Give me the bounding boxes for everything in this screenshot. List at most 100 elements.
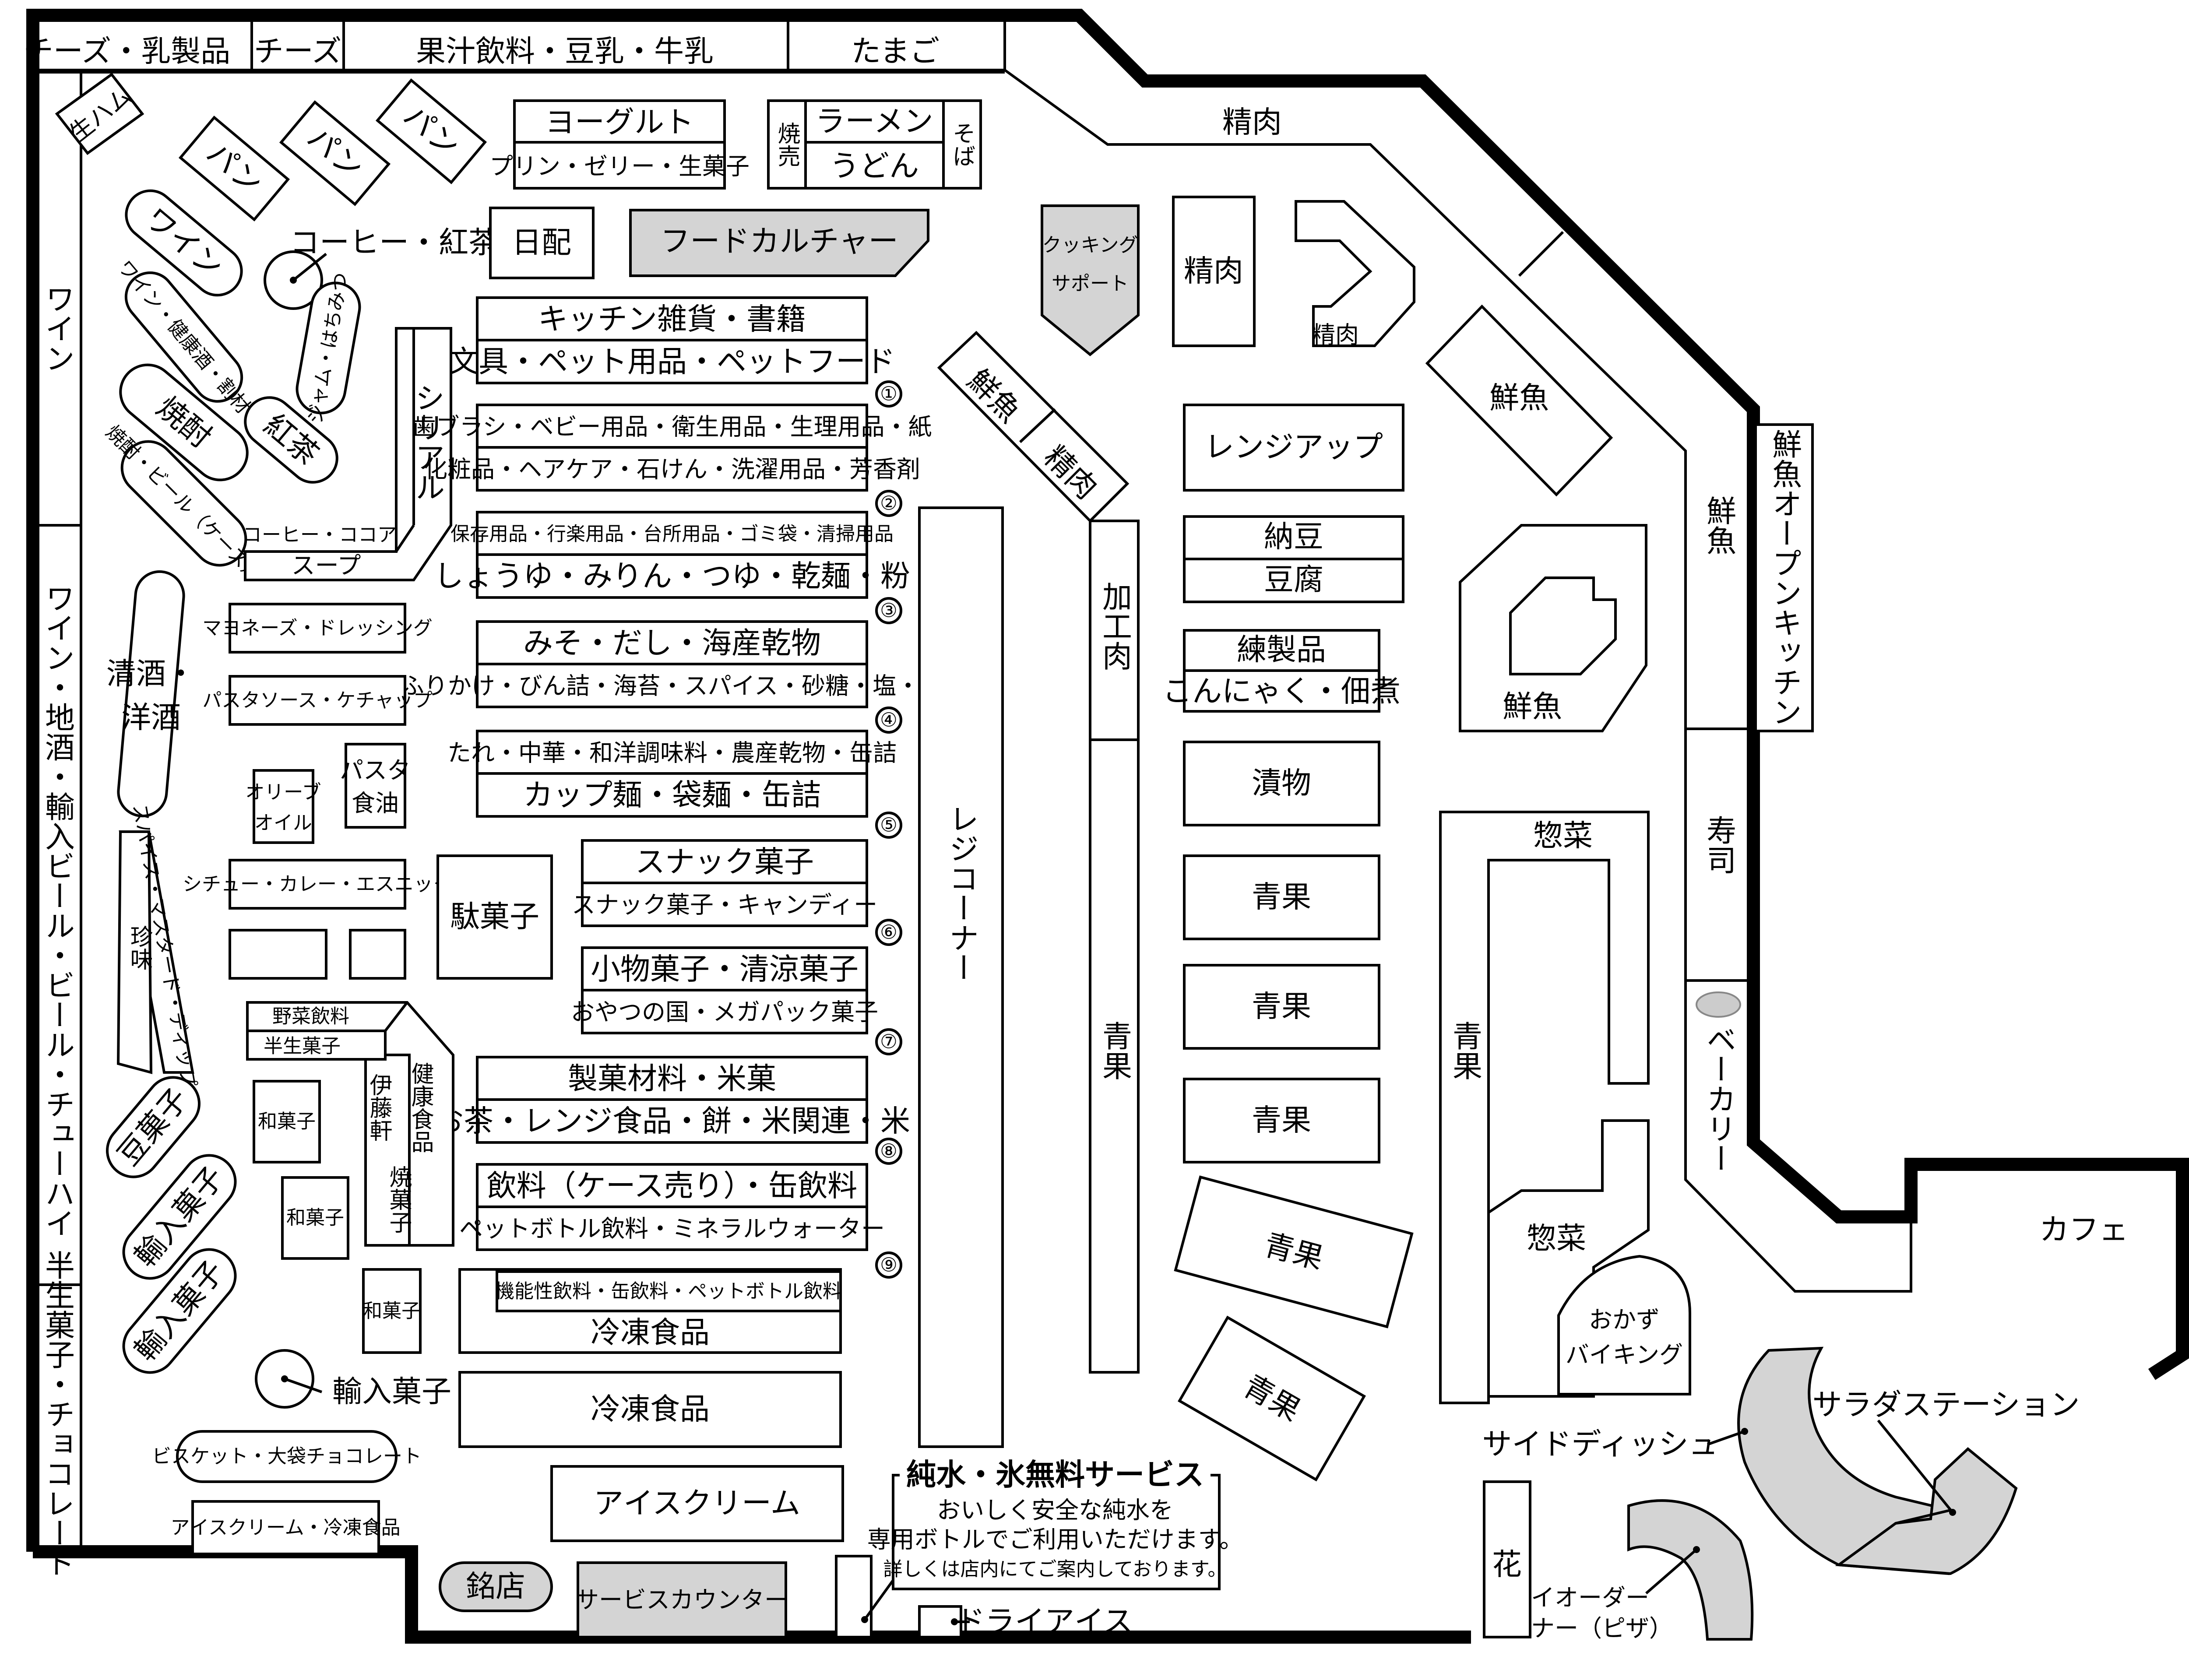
- pasta-oil-label: パスタ: [340, 757, 411, 784]
- wagashi-2: [281, 1176, 349, 1260]
- spice-dip-shelf: スパイス・マスタード・ディップ 珍味: [116, 802, 200, 1089]
- dagashi-label: 駄菓子: [450, 900, 539, 935]
- bio-order-pizza-counter: [1627, 1499, 1754, 1641]
- service-counter: [577, 1561, 787, 1638]
- cereal-shelf: シリアル コーヒー・ココア スープ: [243, 327, 452, 581]
- nippai-label: 日配: [512, 226, 571, 260]
- cooking-support-label: クッキング: [1042, 234, 1138, 257]
- water-service-notice: 純水・氷無料サービス おいしく安全な純水を 専用ボトルでご利用いただけます。 詳…: [861, 1458, 1243, 1623]
- half-sweets-label: 半生菓子: [264, 1035, 341, 1058]
- bakery-logo-icon: [1696, 991, 1741, 1018]
- nippai-shelf: [489, 207, 595, 279]
- aisle-6-number: ⑥: [880, 921, 897, 944]
- noodle-shelf: 焼売 ラーメン うどん そば: [767, 99, 982, 190]
- sozai-2-label: 惣菜: [1527, 1222, 1586, 1256]
- salad-station: サラダステーション サイドディッシュ: [1482, 1346, 2080, 1575]
- icecream-shelf: [550, 1465, 844, 1542]
- aisle-3-number: ③: [880, 600, 897, 622]
- aisle-1: キッチン雑貨・書籍 文具・ペット用品・ペットフード ①: [449, 296, 902, 408]
- water-line-3: 詳しくは店内にてご案内しております。: [883, 1558, 1227, 1581]
- yogurt-label: ヨーグルト: [545, 105, 694, 140]
- konnyaku-label: こんにゃく・佃煮: [1162, 675, 1401, 709]
- top-row: チーズ・乳製品 チーズ 果汁飲料・豆乳・牛乳 たまご: [24, 15, 1006, 71]
- dagashi-shelf: [436, 854, 553, 980]
- processed-meat-label: 加工肉: [1097, 581, 1132, 671]
- aisle-3-top: 保存用品・行楽用品・台所用品・ゴミ袋・清掃用品: [450, 523, 894, 545]
- biscuit-shelf: [176, 1430, 398, 1483]
- service-label: サービスカウンター: [575, 1586, 788, 1614]
- aisle-6-top: スナック菓子: [635, 845, 814, 880]
- aisle-3-bottom: しょうゆ・みりん・つゆ・乾麺・粉: [434, 559, 910, 594]
- veg-drink-shelf: 野菜飲料 半生菓子 伊藤軒 健康食品 焼菓子: [246, 1001, 454, 1247]
- cheese-dairy-label: チーズ・乳製品: [24, 35, 231, 69]
- aisle-8-number: ⑧: [880, 1140, 897, 1163]
- biscuit-label: ビスケット・大袋チョコレート: [152, 1445, 422, 1468]
- range-up-shelf: [1183, 404, 1404, 492]
- wagashi-1: [253, 1080, 321, 1163]
- aisle-5-number: ⑤: [880, 814, 897, 836]
- sozai-produce-block: 惣菜 惣菜 青果: [1439, 811, 1650, 1404]
- ice-frozen-shelf: [191, 1500, 380, 1555]
- meat-island-1-label: 精肉: [1184, 254, 1243, 289]
- wagashi-3: [362, 1268, 422, 1354]
- stew-shelf: [229, 859, 406, 910]
- produce-shelf-5: 青果: [1178, 1315, 1366, 1482]
- yogurt-shelf: [513, 99, 726, 190]
- dry-ice-unit-1: [835, 1555, 873, 1638]
- ham-corner: 生ハム: [55, 72, 144, 155]
- aisle-7-number: ⑦: [880, 1031, 897, 1053]
- fish-slab-label: 鮮魚: [1489, 381, 1549, 416]
- half-choco-wall-label: 半生菓子・チョコレート: [40, 1250, 74, 1578]
- aisle-4: みそ・だし・海産乾物 ふりかけ・びん詰・海苔・スパイス・砂糖・塩・酢 ④: [401, 620, 943, 734]
- cooking-support-label-2: サポート: [1052, 273, 1129, 295]
- aisle-6-bottom: スナック菓子・キャンディー: [572, 891, 877, 919]
- produce-shelf-3: [1183, 1078, 1380, 1163]
- import-3-label: 輸入菓子: [332, 1375, 451, 1409]
- olive-label: オリーブ: [245, 781, 321, 804]
- meiten-label: 銘店: [466, 1570, 525, 1604]
- blank-shelf-1: [229, 929, 327, 980]
- bakery-label: ベーカリー: [1701, 1024, 1736, 1173]
- produce-column-label: 青果: [1097, 1021, 1132, 1080]
- outer-wall: [26, 9, 2189, 1552]
- aisle-8-bottom: お茶・レンジ食品・餅・米関連・米: [434, 1104, 910, 1139]
- aisle-8: 製菓材料・米菓 お茶・レンジ食品・餅・米関連・米 ⑧: [434, 1056, 910, 1165]
- frozen-2-label: 冷凍食品: [591, 1392, 710, 1427]
- produce-shelf-4: 青果: [1174, 1175, 1414, 1329]
- meat-island-2-label: 精肉: [1312, 321, 1359, 349]
- aisle-2-number: ②: [880, 492, 897, 515]
- ice-frozen-label: アイスクリーム・冷凍食品: [170, 1517, 400, 1539]
- pasta-sauce-shelf: [229, 675, 406, 726]
- okazu-label-2: バイキング: [1566, 1341, 1683, 1369]
- sake-label-2: 洋酒: [121, 701, 181, 735]
- mayo-label: マヨネーズ・ドレッシング: [202, 617, 433, 640]
- water-title: 純水・氷無料サービス: [906, 1458, 1204, 1493]
- wine-shelves: ワイン ワイン・健康酒・割材 焼酎 焼酎・ビール（ケース）: [102, 189, 266, 586]
- aisle-9-number: ⑨: [880, 1254, 897, 1276]
- aisle-5: たれ・中華・和洋調味料・農産乾物・缶詰 カップ麺・袋麺・缶詰 ⑤: [447, 730, 902, 839]
- aisle-2-bottom: 化粧品・ヘアケア・石けん・洗濯用品・芳香剤: [424, 456, 920, 483]
- aisle-6: スナック菓子 スナック菓子・キャンディー ⑥: [572, 839, 902, 946]
- wagashi-1-label: 和菓子: [258, 1111, 316, 1133]
- side-dish-label: サイドディッシュ: [1482, 1427, 1718, 1462]
- salad-label: サラダステーション: [1812, 1388, 2080, 1423]
- food-culture-label: フードカルチャー: [660, 225, 898, 259]
- aisle-4-number: ④: [880, 709, 897, 731]
- fish-open-kitchen: [1754, 423, 1814, 732]
- fish-meat-slant: 鮮魚 精肉: [937, 330, 1130, 523]
- stew-label: シチュー・カレー・エスニック: [183, 873, 452, 896]
- pasta-oil-label-2: 食油: [352, 790, 399, 817]
- wagashi-3-label: 和菓子: [363, 1300, 421, 1322]
- water-line-1: おいしく安全な純水を: [937, 1497, 1173, 1524]
- fish-slab: [1425, 304, 1613, 497]
- natto-label: 納豆: [1264, 520, 1323, 555]
- chinmi-label: 珍味: [126, 925, 152, 970]
- aisle-4-bottom: ふりかけ・びん詰・海苔・スパイス・砂糖・塩・酢: [401, 672, 943, 700]
- produce-shelf-2: [1183, 964, 1380, 1050]
- aisle-2-top: 歯ブラシ・ベビー用品・衛生用品・生理用品・紙: [412, 413, 932, 441]
- fish-wall-label: 鮮魚: [1701, 496, 1736, 555]
- cereal-label: シリアル: [410, 383, 444, 502]
- pasta-sauce-label: パスタソース・ケチャップ: [202, 689, 432, 712]
- sake-label: 清酒・: [106, 657, 196, 692]
- meiten-shop: [439, 1561, 553, 1612]
